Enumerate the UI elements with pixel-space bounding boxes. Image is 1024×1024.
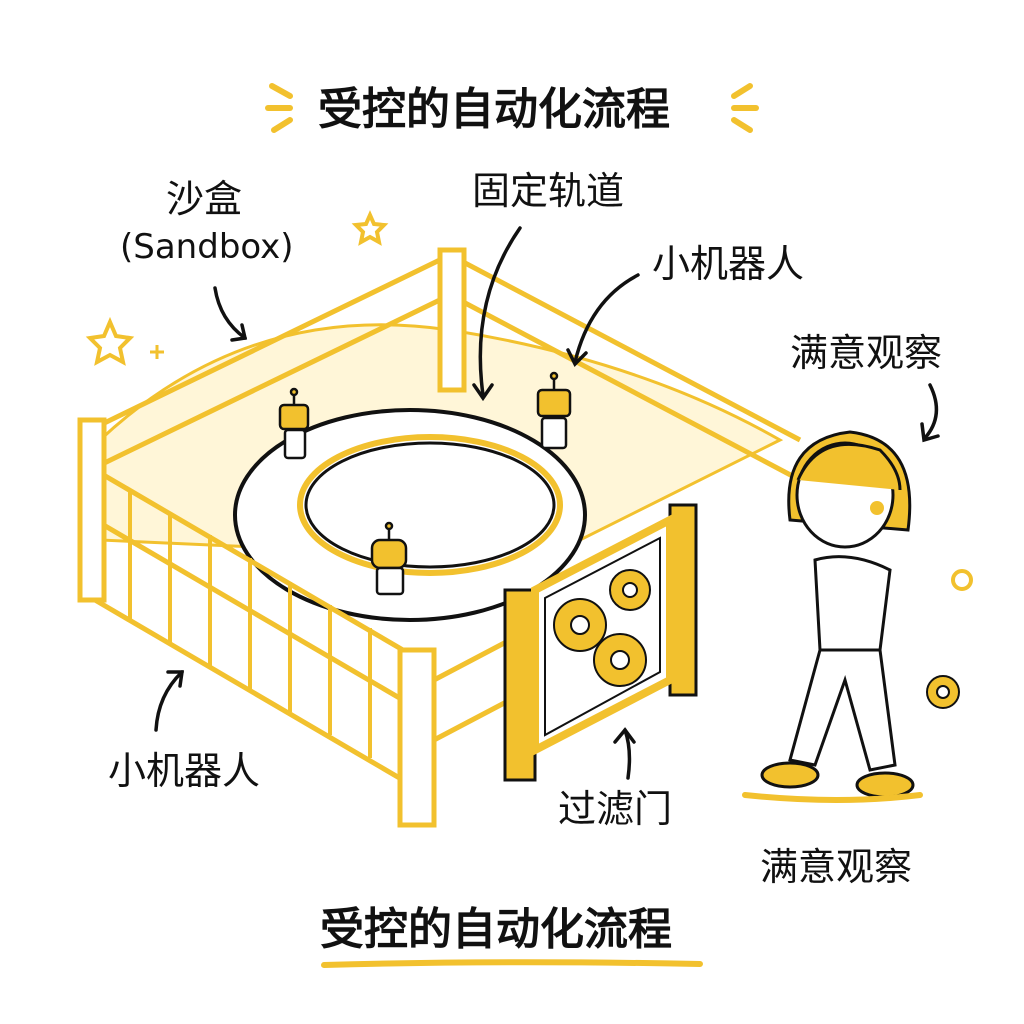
arrow-sandbox bbox=[213, 286, 247, 340]
robot-icon bbox=[278, 387, 310, 460]
label-fixed-track: 固定轨道 bbox=[472, 169, 625, 213]
footer-title: 受控的自动化流程 bbox=[320, 904, 672, 955]
title-sparkle-left-icon bbox=[265, 83, 293, 133]
star-icon bbox=[351, 210, 389, 246]
label-filter-gate: 过滤门 bbox=[558, 787, 673, 831]
gear-icon bbox=[553, 569, 651, 687]
arrow-robot-top bbox=[573, 273, 640, 364]
robot-icon bbox=[370, 521, 408, 596]
robot-icon bbox=[536, 371, 572, 450]
footer-underline bbox=[321, 959, 703, 968]
page-title: 受控的自动化流程 bbox=[318, 84, 670, 135]
label-robot-top: 小机器人 bbox=[652, 242, 805, 286]
fence-back bbox=[88, 247, 802, 483]
arrow-track bbox=[478, 226, 522, 397]
label-robot-bottom: 小机器人 bbox=[108, 749, 261, 793]
dot-sparkle-icon bbox=[951, 569, 973, 591]
observer-girl-icon bbox=[760, 430, 915, 799]
gear-icon bbox=[926, 675, 960, 709]
label-observer-top: 满意观察 bbox=[790, 331, 943, 375]
star-icon bbox=[85, 316, 135, 366]
fence-front-left bbox=[77, 417, 437, 828]
arrow-observer bbox=[923, 383, 939, 440]
arrow-robot-bottom bbox=[154, 670, 184, 732]
filter-gate bbox=[503, 503, 698, 782]
label-sandbox-cn: 沙盒 bbox=[166, 177, 243, 221]
label-observer-bottom: 满意观察 bbox=[760, 845, 913, 889]
label-sandbox-en: (Sandbox) bbox=[120, 227, 294, 267]
plus-sparkle-icon bbox=[150, 345, 164, 359]
title-sparkle-right-icon bbox=[731, 83, 759, 133]
